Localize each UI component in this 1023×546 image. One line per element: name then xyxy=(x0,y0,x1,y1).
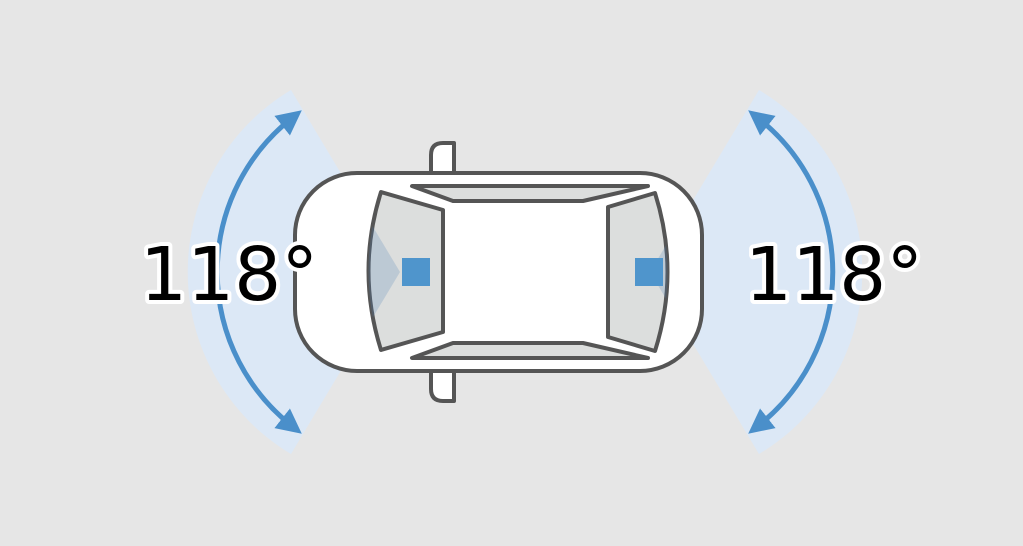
side-window-bottom xyxy=(410,341,650,360)
front-camera-icon xyxy=(635,258,663,286)
mirror-bottom xyxy=(429,370,456,403)
rear-camera-icon xyxy=(402,258,430,286)
front-angle-arrow xyxy=(748,110,836,434)
front-angle-label: 118° xyxy=(745,232,923,318)
mirror-top xyxy=(429,141,456,174)
rear-angle-arrow xyxy=(214,110,302,434)
side-window-top xyxy=(410,184,650,203)
rear-angle-label: 118° xyxy=(140,232,318,318)
